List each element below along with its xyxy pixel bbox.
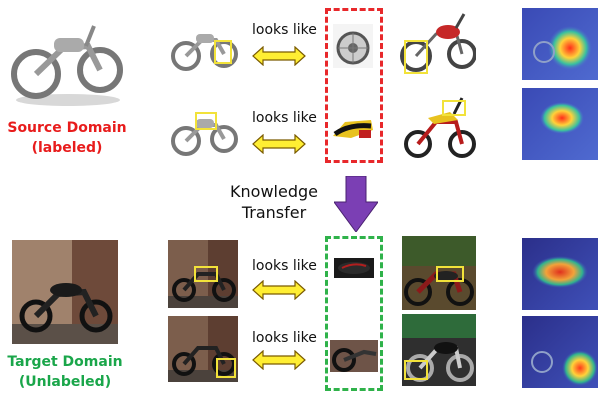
highlight-box xyxy=(436,266,464,282)
double-arrow-icon xyxy=(252,134,306,154)
double-arrow-icon xyxy=(252,350,306,370)
target-crop-image-1 xyxy=(168,240,238,308)
target-patches-frame xyxy=(325,236,383,391)
source-crop-image-1 xyxy=(168,20,240,75)
target-crop-image-2 xyxy=(168,316,238,382)
highlight-box xyxy=(195,112,217,130)
target-heatmap-1 xyxy=(522,238,598,310)
looks-like-label: looks like xyxy=(252,258,317,274)
target-match-image-1 xyxy=(402,236,476,310)
looks-like-label: looks like xyxy=(252,22,317,38)
looks-like-label: looks like xyxy=(252,330,317,346)
highlight-box xyxy=(216,358,236,378)
down-arrow-icon xyxy=(334,176,378,232)
target-domain-subtitle: (Unlabeled) xyxy=(18,374,112,390)
double-arrow-icon xyxy=(252,46,306,66)
source-heatmap-2 xyxy=(522,88,598,160)
target-patch-wheel xyxy=(330,340,378,372)
source-patches-frame xyxy=(325,8,383,163)
source-domain-title: Source Domain xyxy=(7,120,127,136)
knowledge-transfer-line2: Transfer xyxy=(241,203,307,222)
highlight-box xyxy=(404,40,428,74)
knowledge-transfer-line1: Knowledge xyxy=(230,182,318,201)
highlight-box xyxy=(214,40,232,64)
looks-like-label: looks like xyxy=(252,110,317,126)
highlight-box xyxy=(194,266,218,282)
double-arrow-icon xyxy=(252,280,306,300)
source-patch-seat xyxy=(331,112,375,142)
source-domain-subtitle: (labeled) xyxy=(31,140,103,156)
target-patch-tank xyxy=(334,258,374,278)
highlight-box xyxy=(442,100,466,116)
target-main-image xyxy=(12,240,118,344)
source-main-image xyxy=(8,8,126,108)
source-heatmap-1 xyxy=(522,8,598,80)
source-patch-wheel xyxy=(333,24,373,68)
target-domain-title: Target Domain xyxy=(7,354,123,370)
highlight-box xyxy=(404,360,428,380)
target-heatmap-2 xyxy=(522,316,598,388)
target-match-image-2 xyxy=(402,314,476,386)
